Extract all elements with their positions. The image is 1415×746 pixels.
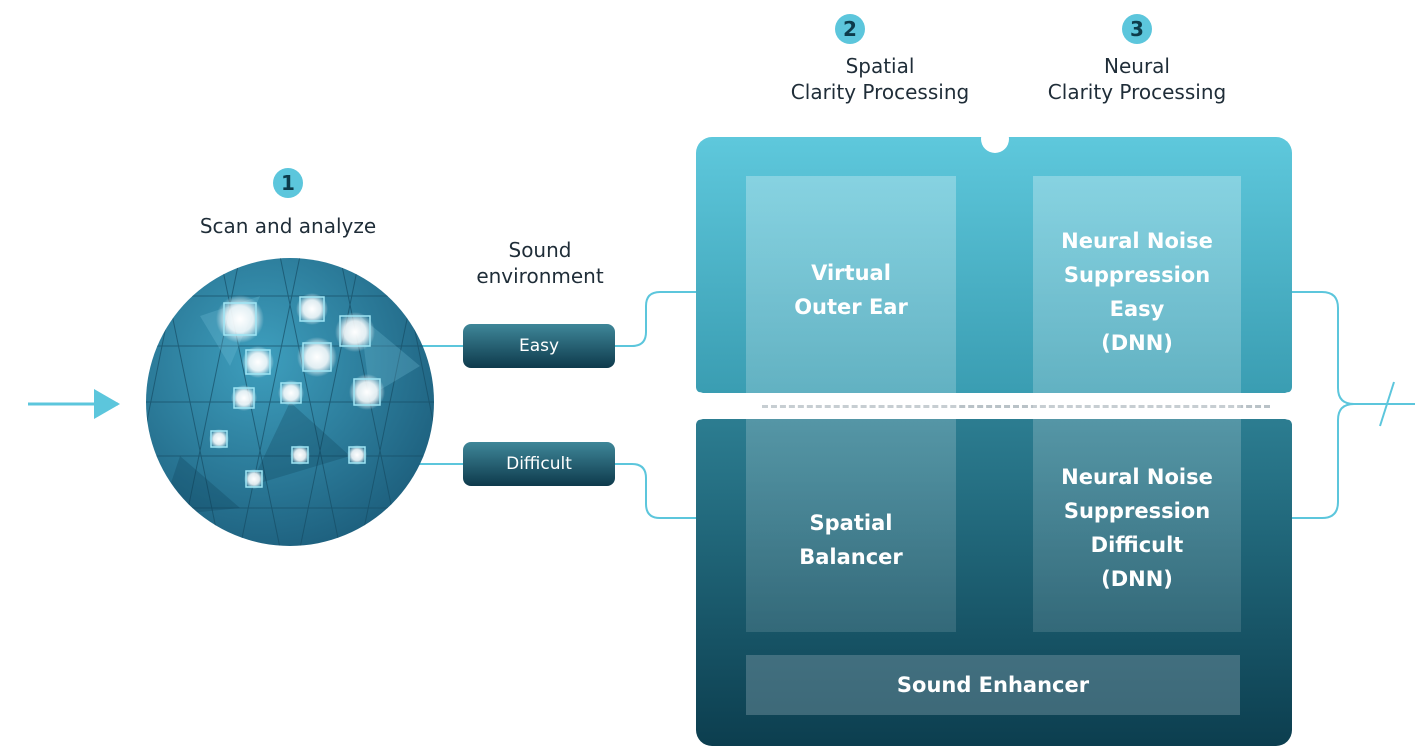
sound-environment-label: Sound environment (476, 238, 604, 288)
radio-icon (349, 374, 385, 410)
panel-split-dashed-line (762, 405, 1270, 408)
neural-noise-suppression-difficult-box: Neural Noise Suppression Difficult (DNN) (1061, 465, 1213, 591)
bike-icon (231, 385, 257, 411)
difficult-processing-panel (696, 419, 1292, 746)
step-2-number: 2 (835, 14, 865, 44)
step-2-label: Spatial Clarity Processing (790, 54, 970, 104)
panel-right-notch (1276, 392, 1304, 420)
step-1-label: Scan and analyze (199, 214, 377, 238)
spatial-column (746, 176, 956, 632)
difficult-to-balancer-arrow (615, 463, 736, 523)
output-slash (1379, 381, 1395, 427)
easy-to-outer-ear-arrow (615, 287, 736, 347)
neural-noise-suppression-easy-box: Neural Noise Suppression Easy (DNN) (1061, 229, 1213, 355)
boat-icon (244, 469, 264, 489)
sound-scan-sphere (146, 258, 434, 546)
person-icon (290, 445, 310, 465)
easy-processing-panel (696, 137, 1292, 393)
step-3-number: 3 (1122, 14, 1152, 44)
output-merge-line (1254, 291, 1415, 405)
music-icon (242, 346, 274, 378)
step-3-label: Neural Clarity Processing (1047, 54, 1227, 104)
sound-enhancer-box: Sound Enhancer (746, 655, 1240, 715)
panel-left-notch (684, 392, 712, 420)
neural-column (1033, 176, 1241, 632)
face-icon (297, 337, 337, 377)
easy-environment-button[interactable]: Easy (463, 324, 615, 368)
car-icon (209, 429, 229, 449)
step-1-number: 1 (273, 168, 303, 198)
hand-icon (278, 380, 304, 406)
leaf-icon (347, 445, 367, 465)
people-icon (335, 312, 375, 352)
bird-icon (216, 295, 264, 343)
plane-icon (296, 293, 328, 325)
difficult-environment-button[interactable]: Difficult (463, 442, 615, 486)
panel-top-notch (981, 125, 1009, 153)
